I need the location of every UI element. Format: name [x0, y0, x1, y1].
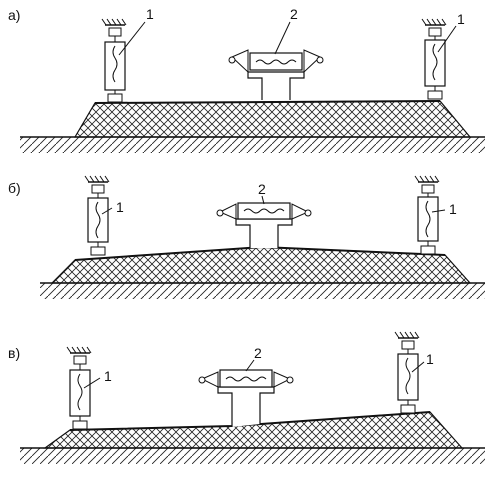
panel-b-right-gauge	[414, 175, 440, 255]
panel-c-ground	[20, 447, 485, 464]
panel-a: а)	[8, 6, 485, 153]
panel-a-label: а)	[8, 7, 20, 23]
panel-a-callout-2: 2	[290, 6, 298, 22]
panel-b-label: б)	[8, 180, 21, 196]
panel-b-left-gauge	[84, 175, 110, 256]
panel-b-callout-1-right: 1	[449, 201, 457, 217]
panel-c-label: в)	[8, 345, 20, 361]
panel-c-center-device	[198, 369, 294, 427]
panel-b: б)	[8, 175, 485, 299]
panel-c: в)	[8, 331, 485, 464]
panel-c-callout-1-right: 1	[426, 351, 434, 367]
panel-b-ground	[40, 282, 485, 299]
panel-a-left-gauge	[101, 18, 127, 103]
panel-c-left-gauge	[66, 346, 92, 430]
panel-a-callout-1-right: 1	[457, 11, 465, 27]
panel-b-center-device	[216, 202, 312, 248]
panel-c-right-gauge	[394, 331, 420, 414]
panel-a-center-device	[228, 49, 324, 100]
panel-a-ground	[20, 136, 485, 153]
panel-a-callout-1-left: 1	[146, 6, 154, 22]
panel-c-callout-1-left: 1	[104, 368, 112, 384]
panel-a-embankment	[73, 100, 472, 138]
panel-b-callout-2: 2	[258, 181, 266, 197]
panel-b-callout-1-left: 1	[116, 199, 124, 215]
panel-c-callout-2: 2	[254, 345, 262, 361]
panel-a-right-gauge	[421, 18, 447, 100]
